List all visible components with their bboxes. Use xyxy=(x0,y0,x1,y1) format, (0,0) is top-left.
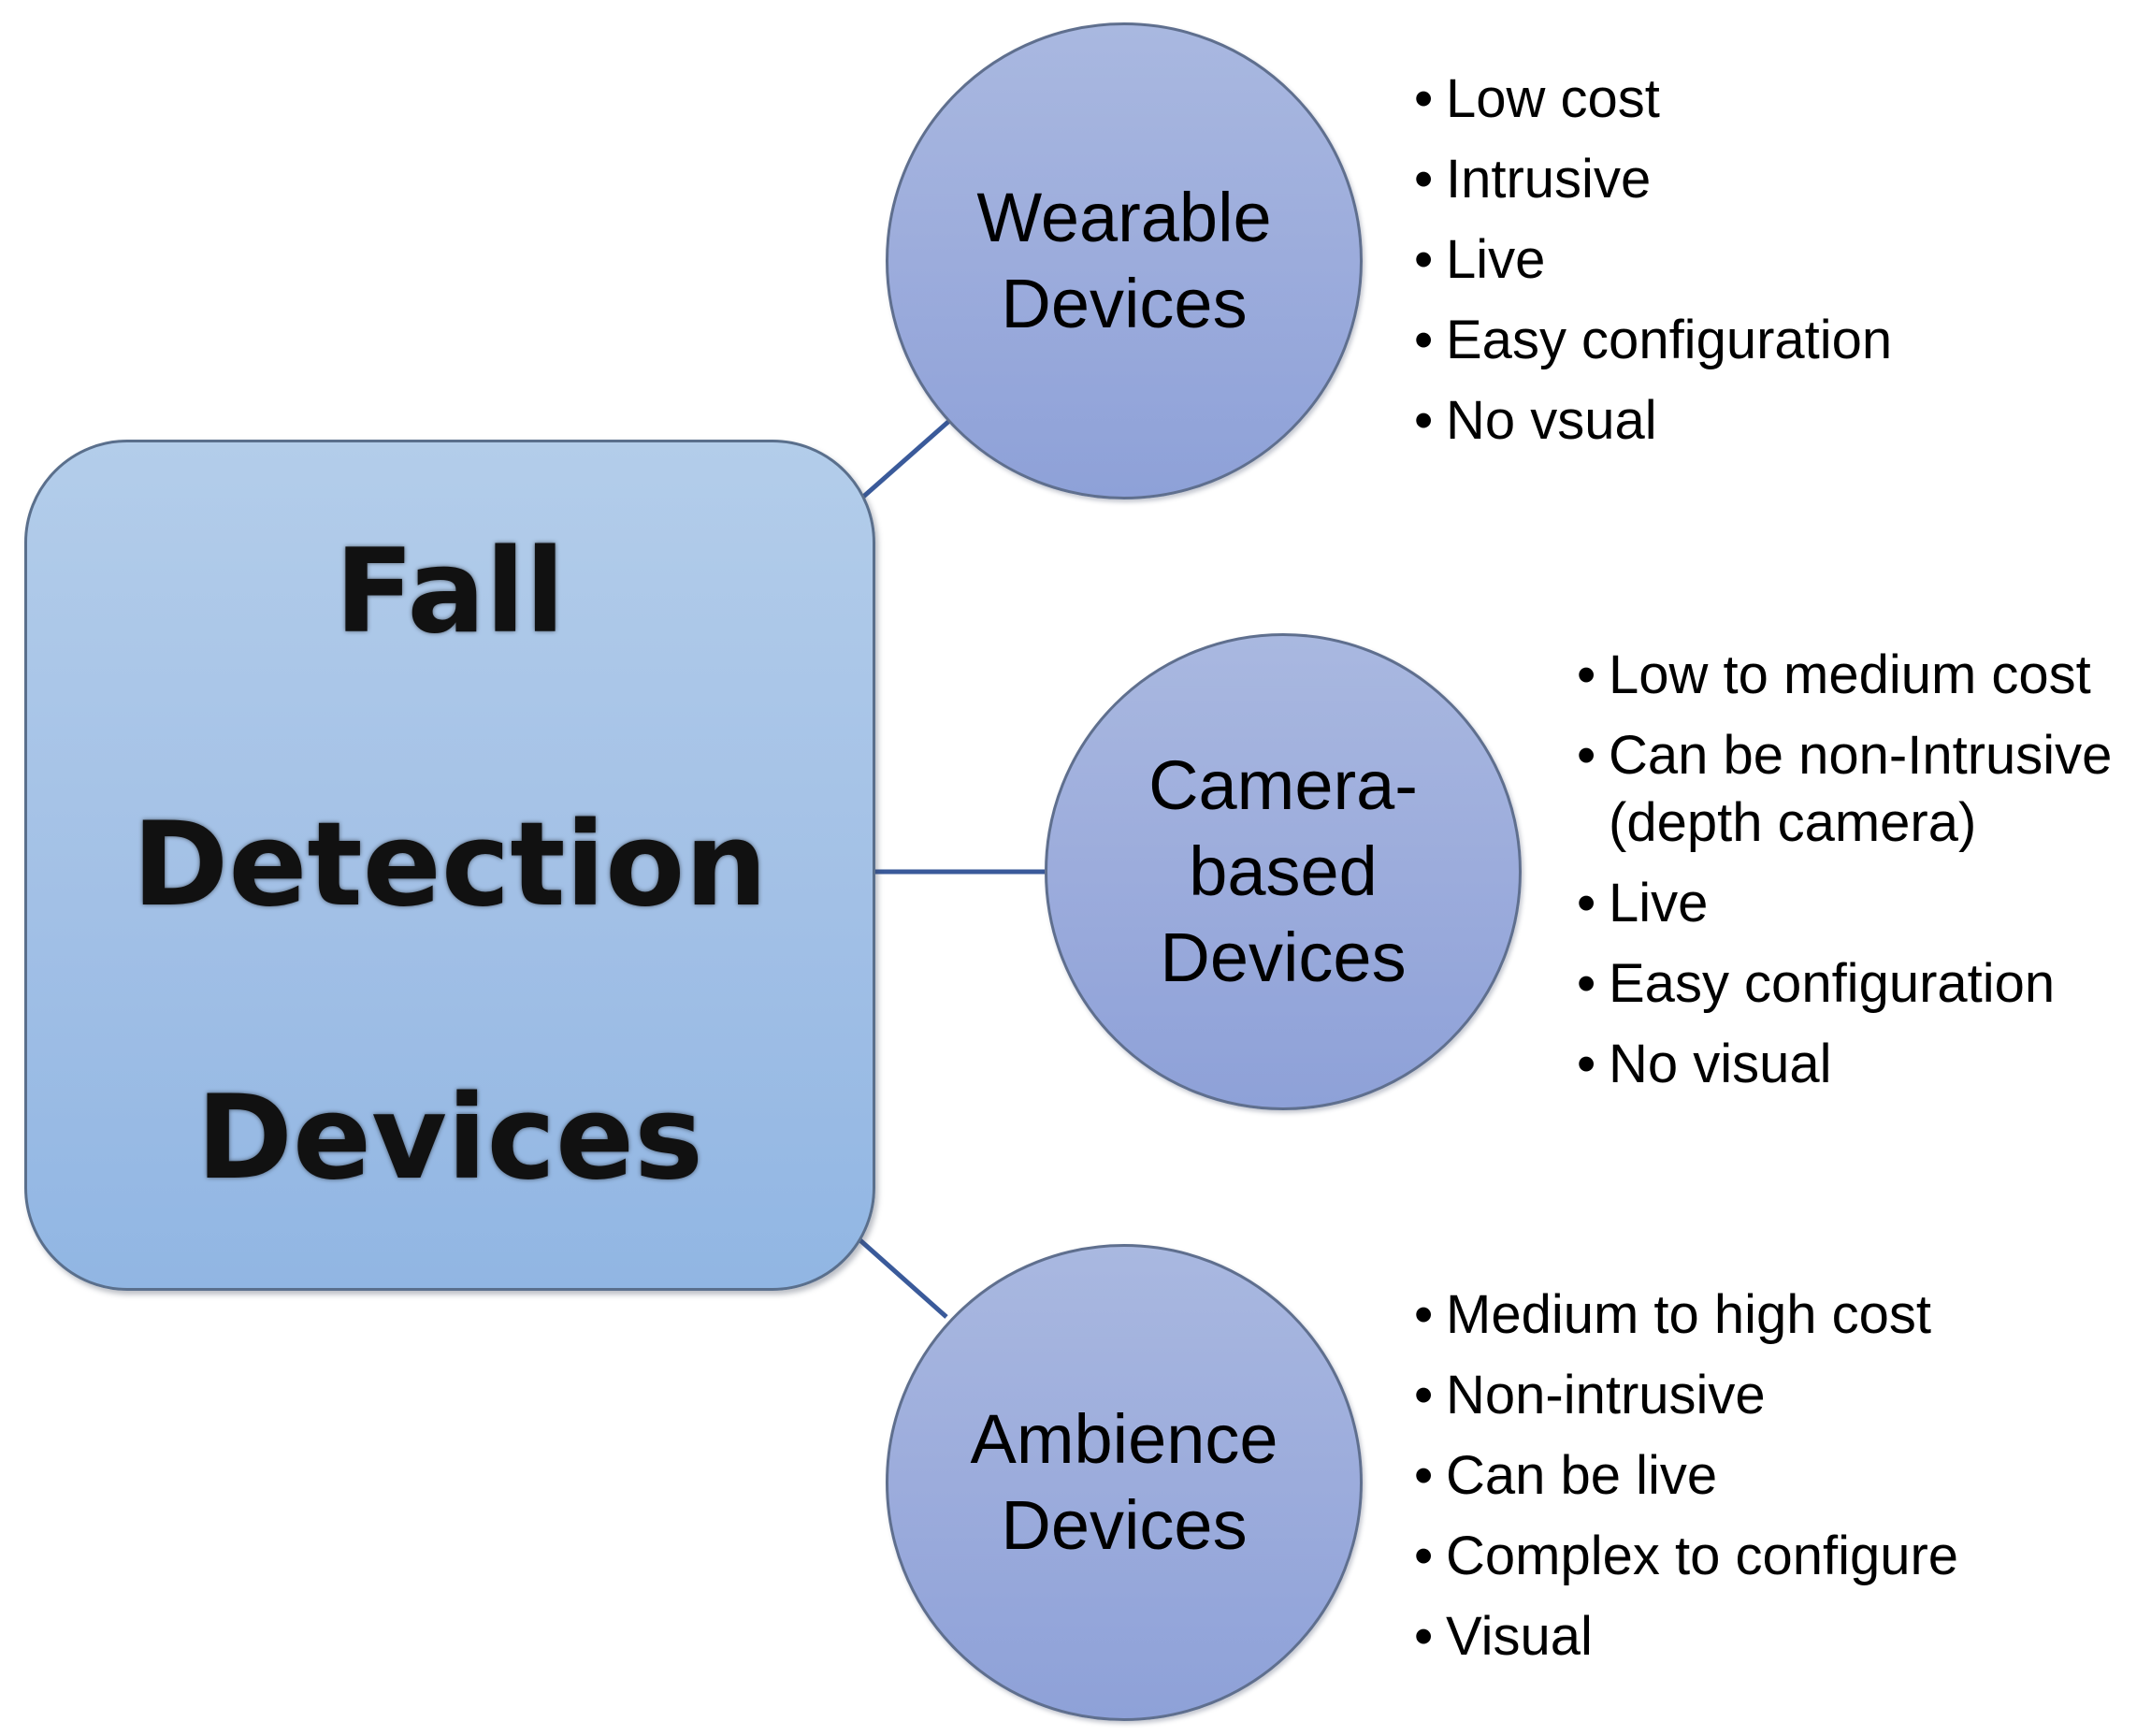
bullet-item: •Can be live xyxy=(1414,1442,1958,1510)
bullet-dot-icon: • xyxy=(1414,310,1434,370)
wearable-bullet-list: •Low cost •Intrusive •Live •Easy configu… xyxy=(1414,65,1892,468)
bullet-text: Low to medium cost xyxy=(1609,644,2091,705)
node-label-line: Devices xyxy=(1001,265,1248,342)
node-label-line: Camera- xyxy=(1148,746,1418,824)
bullet-text: Easy configuration xyxy=(1609,953,2056,1014)
bullet-dot-icon: • xyxy=(1577,1034,1596,1094)
bullet-item: •Non-intrusive xyxy=(1414,1362,1958,1429)
node-label-line: based xyxy=(1189,832,1378,910)
bullet-dot-icon: • xyxy=(1414,68,1434,129)
bullet-dot-icon: • xyxy=(1414,229,1434,290)
bullet-item: •No vsual xyxy=(1414,387,1892,455)
bullet-text: Can be live xyxy=(1446,1445,1718,1506)
bullet-dot-icon: • xyxy=(1414,390,1434,451)
bullet-text: Low cost xyxy=(1446,68,1660,129)
bullet-text: No vsual xyxy=(1446,390,1657,451)
bullet-text: Can be non-Intrusive (depth camera) xyxy=(1609,725,2113,853)
root-node-fall-detection-devices: Fall Detection Devices xyxy=(24,440,875,1291)
bullet-item: •Medium to high cost xyxy=(1414,1281,1958,1349)
bullet-dot-icon: • xyxy=(1577,873,1596,933)
bullet-dot-icon: • xyxy=(1414,1365,1434,1425)
bullet-dot-icon: • xyxy=(1414,1526,1434,1586)
bullet-text: Visual xyxy=(1446,1606,1593,1667)
bullet-item: •Live xyxy=(1577,870,2112,937)
root-title-line: Devices xyxy=(196,1071,703,1206)
root-title-line: Fall xyxy=(334,525,566,659)
bullet-dot-icon: • xyxy=(1414,149,1434,210)
bullet-item: •Low cost xyxy=(1414,65,1892,133)
bullet-text: Intrusive xyxy=(1446,149,1652,210)
bullet-text: No visual xyxy=(1609,1034,1832,1094)
connector-root-to-ambience xyxy=(852,1233,948,1319)
node-wearable-devices: Wearable Devices xyxy=(886,22,1363,499)
bullet-dot-icon: • xyxy=(1414,1284,1434,1345)
camera-bullet-list: •Low to medium cost •Can be non-Intrusiv… xyxy=(1577,642,2112,1111)
node-ambience-devices: Ambience Devices xyxy=(886,1244,1363,1721)
node-camera-based-devices: Camera- based Devices xyxy=(1045,633,1522,1110)
bullet-text: Medium to high cost xyxy=(1446,1284,1932,1345)
bullet-dot-icon: • xyxy=(1577,953,1596,1014)
bullet-text: Live xyxy=(1609,873,1709,933)
node-label-line: Devices xyxy=(1160,919,1407,996)
bullet-item: •Live xyxy=(1414,226,1892,294)
bullet-dot-icon: • xyxy=(1414,1606,1434,1667)
bullet-item: •Easy configuration xyxy=(1414,307,1892,374)
bullet-item: •Intrusive xyxy=(1414,146,1892,213)
bullet-item: •Can be non-Intrusive (depth camera) xyxy=(1577,722,2112,857)
bullet-item: •Easy configuration xyxy=(1577,950,2112,1018)
bullet-dot-icon: • xyxy=(1577,644,1596,705)
bullet-text: Easy configuration xyxy=(1446,310,1893,370)
node-label-line: Wearable xyxy=(976,179,1272,256)
ambience-bullet-list: •Medium to high cost •Non-intrusive •Can… xyxy=(1414,1281,1958,1684)
bullet-text: Live xyxy=(1446,229,1546,290)
node-label-line: Ambience xyxy=(970,1400,1278,1478)
bullet-text: Complex to configure xyxy=(1446,1526,1959,1586)
bullet-item: •Visual xyxy=(1414,1603,1958,1671)
node-label-line: Devices xyxy=(1001,1486,1248,1564)
bullet-item: •Low to medium cost xyxy=(1577,642,2112,709)
root-title-line: Detection xyxy=(132,798,768,933)
bullet-dot-icon: • xyxy=(1577,725,1596,786)
bullet-item: •Complex to configure xyxy=(1414,1523,1958,1590)
bullet-item: •No visual xyxy=(1577,1031,2112,1098)
connector-root-to-wearable xyxy=(852,419,951,507)
bullet-text: Non-intrusive xyxy=(1446,1365,1766,1425)
bullet-dot-icon: • xyxy=(1414,1445,1434,1506)
